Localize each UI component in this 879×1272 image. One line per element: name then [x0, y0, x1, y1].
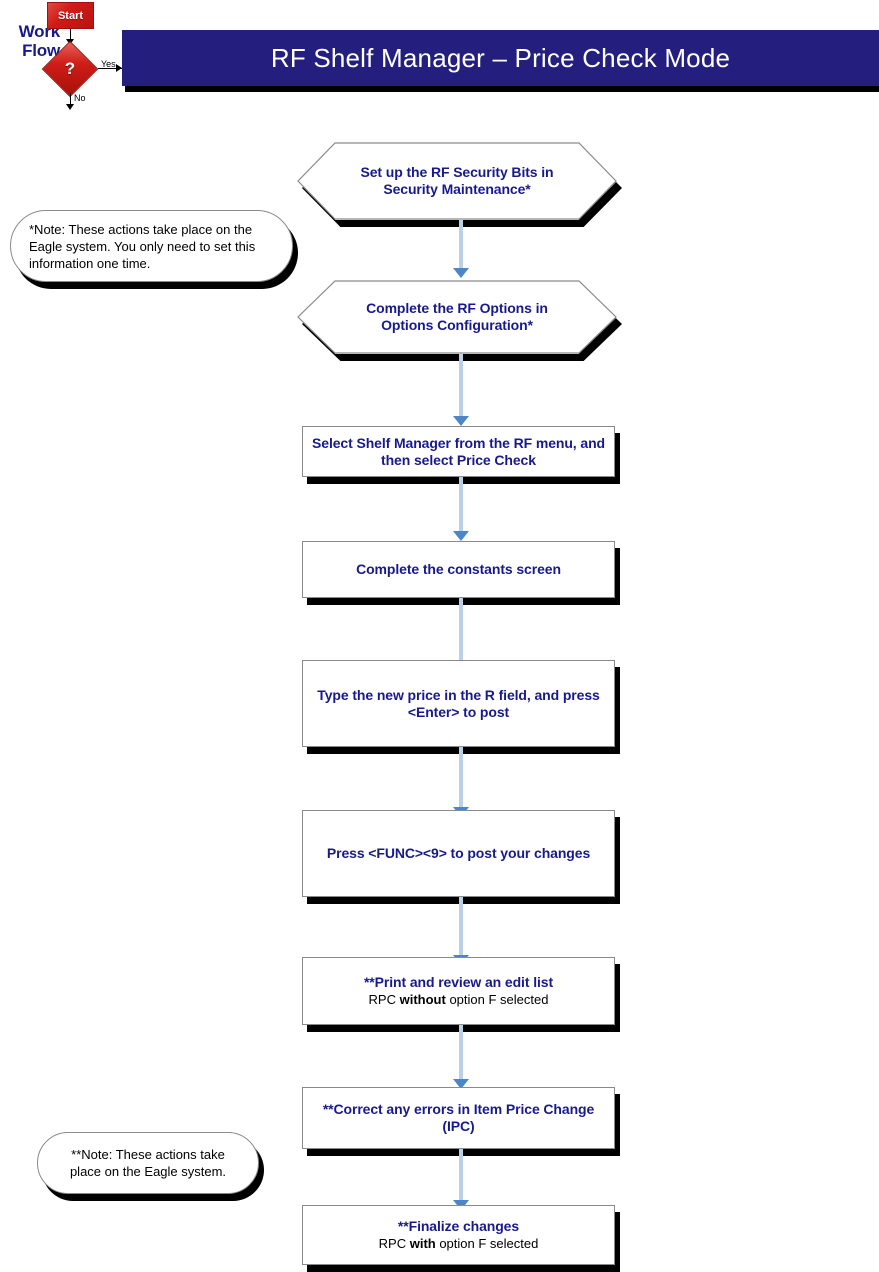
connector-6 — [459, 897, 463, 959]
connector-3-arrowhead — [453, 531, 469, 541]
note-text: **Note: These actions take place on the … — [69, 1147, 227, 1179]
node-primary-text: Select Shelf Manager from the RF menu, a… — [312, 434, 605, 468]
note-text: *Note: These actions take place on the E… — [29, 221, 256, 271]
flow-node-setup-rf-security-bits[interactable]: Set up the RF Security Bits in Security … — [297, 142, 622, 227]
node-primary-text: **Print and review an edit list — [363, 974, 554, 990]
node-primary-text: **Finalize changes — [397, 1218, 520, 1234]
node-secondary-text: RPC with option F selected — [378, 1236, 539, 1251]
note-eagle-one-time: *Note: These actions take place on the E… — [10, 210, 298, 289]
connector-2 — [459, 354, 463, 420]
flow-node-complete-constants-screen[interactable]: Complete the constants screen — [302, 541, 620, 605]
node-body: **Correct any errors in Item Price Chang… — [302, 1087, 615, 1149]
note-body: *Note: These actions take place on the E… — [10, 210, 293, 282]
node-primary-text: Press <FUNC><9> to post your changes — [326, 845, 591, 861]
page-title-banner: RF Shelf Manager – Price Check Mode — [122, 30, 879, 92]
page-title: RF Shelf Manager – Price Check Mode — [270, 42, 731, 73]
node-body: **Print and review an edit list RPC with… — [302, 957, 615, 1025]
legend-yes-label: Yes — [101, 59, 116, 69]
legend-decision-label: ? — [64, 59, 76, 78]
note-eagle-system: **Note: These actions take place on the … — [37, 1132, 264, 1201]
flow-node-type-new-price[interactable]: Type the new price in the R field, and p… — [302, 660, 620, 754]
legend-decision-diamond: ? — [41, 40, 99, 98]
flow-node-correct-errors-ipc[interactable]: **Correct any errors in Item Price Chang… — [302, 1087, 620, 1156]
legend-arrowhead-right-yes — [116, 64, 122, 72]
flow-node-print-review-edit-list[interactable]: **Print and review an edit list RPC with… — [302, 957, 620, 1032]
node-body: Select Shelf Manager from the RF menu, a… — [302, 426, 615, 477]
legend-connector-yes — [98, 68, 122, 69]
node-body: **Finalize changes RPC with option F sel… — [302, 1205, 615, 1265]
flow-node-finalize-changes[interactable]: **Finalize changes RPC with option F sel… — [302, 1205, 620, 1272]
node-body: Type the new price in the R field, and p… — [302, 660, 615, 747]
connector-1-arrowhead — [453, 268, 469, 278]
note-body: **Note: These actions take place on the … — [37, 1132, 259, 1194]
connector-4 — [459, 598, 463, 664]
node-body: Press <FUNC><9> to post your changes — [302, 810, 615, 897]
connector-8 — [459, 1149, 463, 1204]
legend-connector-no — [70, 93, 71, 107]
node-body: Complete the RF Options in Options Confi… — [297, 280, 617, 354]
legend-no-label: No — [74, 93, 86, 103]
connector-7-arrowhead — [453, 1079, 469, 1089]
node-primary-text: Complete the constants screen — [356, 561, 561, 577]
connector-2-arrowhead — [453, 416, 469, 426]
legend-start-label: Start — [57, 9, 84, 22]
node-primary-text: **Correct any errors in Item Price Chang… — [322, 1101, 595, 1134]
legend-connector-start-to-decision — [70, 29, 71, 41]
flow-node-press-func-9[interactable]: Press <FUNC><9> to post your changes — [302, 810, 620, 904]
connector-5 — [459, 747, 463, 811]
connector-1 — [459, 220, 463, 272]
node-primary-text: Set up the RF Security Bits in Security … — [360, 164, 554, 197]
node-primary-text: Type the new price in the R field, and p… — [317, 686, 600, 720]
legend-start-box: Start — [47, 2, 94, 29]
flow-node-complete-rf-options[interactable]: Complete the RF Options in Options Confi… — [297, 280, 622, 361]
title-banner-plate: RF Shelf Manager – Price Check Mode — [122, 30, 879, 86]
legend-arrowhead-down-no — [66, 104, 74, 110]
node-secondary-text: RPC without option F selected — [368, 992, 549, 1007]
workflow-legend: Work Flow Start ? Yes No — [0, 0, 130, 115]
connector-7 — [459, 1025, 463, 1083]
node-primary-text: Complete the RF Options in Options Confi… — [366, 300, 548, 333]
connector-3 — [459, 477, 463, 535]
workflow-legend-label-line2: Flow — [22, 41, 60, 60]
node-body: Set up the RF Security Bits in Security … — [297, 142, 617, 220]
flow-node-select-shelf-manager[interactable]: Select Shelf Manager from the RF menu, a… — [302, 426, 620, 484]
node-body: Complete the constants screen — [302, 541, 615, 598]
